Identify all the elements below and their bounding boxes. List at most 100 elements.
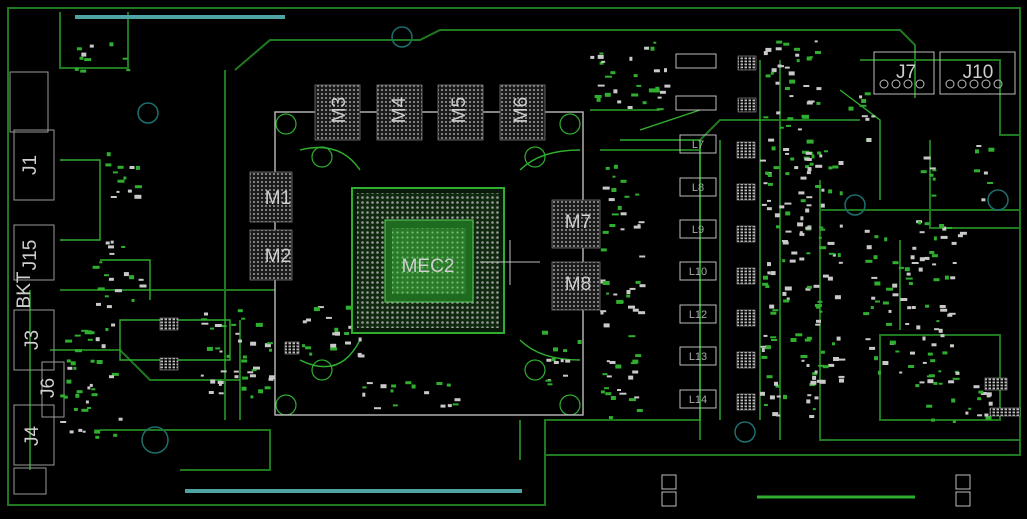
mosfet-pad <box>736 351 756 369</box>
passive-pad <box>957 234 963 238</box>
passive-pad <box>959 231 967 235</box>
passive-pad <box>864 92 871 96</box>
passive-pad <box>63 395 68 399</box>
passive-pad <box>828 166 833 170</box>
passive-pad <box>95 435 100 439</box>
passive-pad <box>985 416 992 420</box>
passive-pad <box>767 199 771 202</box>
passive-pad <box>96 360 103 364</box>
passive-pad <box>772 412 779 417</box>
passive-pad <box>798 191 805 195</box>
passive-pad <box>820 350 825 354</box>
passive-pad <box>217 381 224 384</box>
passive-pad <box>766 207 772 211</box>
passive-pad <box>813 284 820 288</box>
passive-pad <box>770 271 776 276</box>
passive-pad <box>636 84 642 87</box>
passive-pad <box>635 280 641 284</box>
passive-pad <box>785 230 792 233</box>
passive-pad <box>545 379 552 382</box>
passive-pad <box>806 204 812 207</box>
passive-pad <box>602 230 609 234</box>
passive-pad <box>765 74 771 78</box>
passive-pad <box>117 179 125 183</box>
passive-pad <box>118 417 123 421</box>
passive-pad <box>765 285 770 288</box>
passive-pad <box>924 256 930 260</box>
passive-pad <box>806 101 813 105</box>
passive-pad <box>929 251 935 254</box>
passive-pad <box>123 272 129 277</box>
passive-pad <box>864 229 870 233</box>
passive-pad <box>819 379 826 384</box>
passive-pad <box>888 309 892 313</box>
passive-pad <box>106 305 112 309</box>
passive-pad <box>906 272 911 276</box>
passive-pad <box>796 59 800 63</box>
passive-pad <box>952 377 960 380</box>
passive-pad <box>809 415 815 418</box>
passive-pad <box>258 389 264 394</box>
passive-pad <box>761 355 768 359</box>
passive-pad <box>782 241 789 245</box>
passive-pad <box>791 251 798 255</box>
passive-pad <box>929 173 934 177</box>
passive-pad <box>111 323 116 327</box>
passive-components <box>60 40 1003 439</box>
passive-pad <box>805 151 812 155</box>
passive-pad <box>138 278 144 281</box>
passive-pad <box>345 341 351 345</box>
passive-pad <box>761 348 765 352</box>
mosfet-pads <box>736 141 756 411</box>
passive-pad <box>800 199 806 203</box>
passive-pad <box>611 213 619 216</box>
passive-pad <box>210 327 214 330</box>
passive-pad <box>770 311 777 315</box>
passive-pad <box>206 346 213 351</box>
passive-pad <box>983 171 988 175</box>
passive-pad <box>335 331 340 336</box>
passive-pad <box>940 334 945 338</box>
passive-pad <box>801 359 805 362</box>
passive-pad <box>447 404 452 408</box>
passive-pad <box>776 225 780 229</box>
passive-pad <box>214 324 222 327</box>
passive-pad <box>863 312 870 316</box>
passive-pad <box>820 228 826 231</box>
passive-pad <box>613 293 618 296</box>
passive-pad <box>330 343 337 348</box>
passive-pad <box>895 350 900 353</box>
passive-pad <box>821 188 825 192</box>
passive-pad <box>637 224 641 227</box>
passive-pad <box>815 323 821 326</box>
passive-pad <box>92 265 100 269</box>
connector-j3: J3 <box>13 309 55 371</box>
passive-pad <box>800 176 807 180</box>
passive-pad <box>836 336 841 341</box>
passive-pad <box>604 92 611 97</box>
passive-pad <box>247 371 254 374</box>
svg-text:M8: M8 <box>565 274 591 295</box>
passive-pad <box>809 56 813 59</box>
passive-pad <box>648 88 655 93</box>
passive-pad <box>440 404 446 408</box>
passive-pad <box>313 307 320 312</box>
passive-pad <box>930 359 936 363</box>
passive-pad <box>977 414 983 417</box>
mosfet-pad <box>736 267 756 285</box>
passive-pad <box>878 370 881 375</box>
passive-pad <box>771 146 776 151</box>
passive-pad <box>806 252 811 255</box>
passive-pad <box>800 216 804 221</box>
passive-pad <box>596 97 601 102</box>
passive-pad <box>822 365 829 369</box>
passive-pad <box>66 379 72 384</box>
passive-pad <box>269 348 272 352</box>
passive-pad <box>866 245 872 250</box>
passive-pad <box>542 330 548 335</box>
svg-text:J4: J4 <box>22 426 43 447</box>
passive-pad <box>653 88 660 93</box>
passive-pad <box>770 71 774 75</box>
passive-pad <box>99 261 103 264</box>
passive-pad <box>800 355 808 358</box>
